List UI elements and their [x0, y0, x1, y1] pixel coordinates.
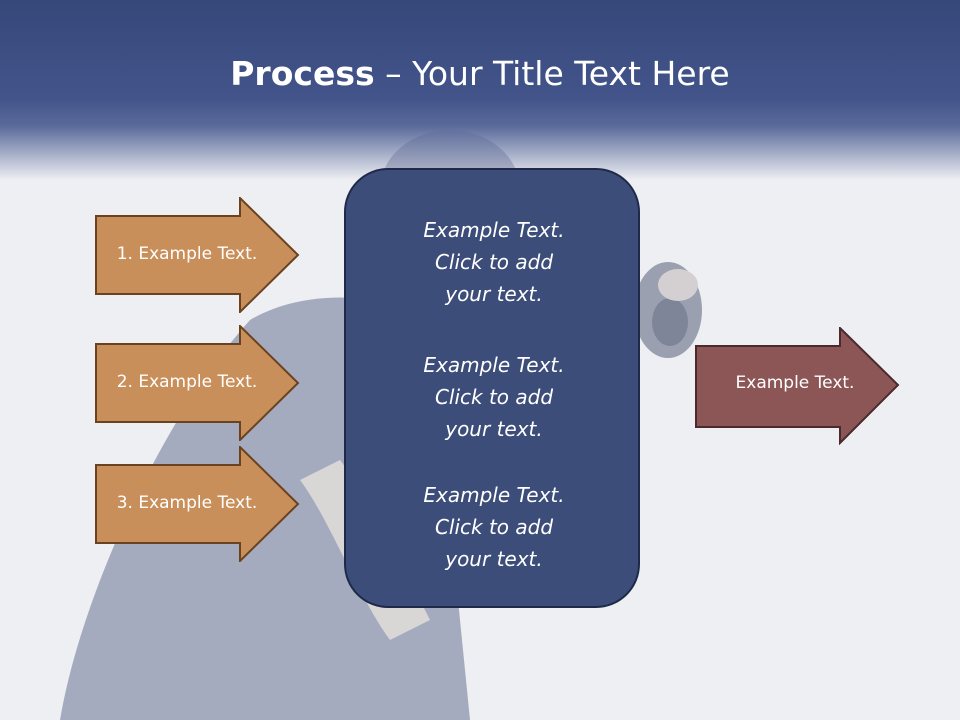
title-bold: Process [230, 54, 375, 93]
step-label: 3. Example Text. [116, 493, 258, 513]
panel-line: Click to add [434, 385, 554, 409]
result-arrow[interactable]: Example Text. [695, 327, 900, 445]
panel-line: Click to add [434, 515, 554, 539]
arrow-shape [95, 197, 300, 313]
panel-line: Example Text. [423, 483, 565, 507]
arrow-shape [695, 327, 900, 445]
arrow-shape [95, 446, 300, 562]
center-text-panel[interactable]: Example Text. Click to add your text. Ex… [344, 168, 640, 608]
process-step-3-arrow[interactable]: 3. Example Text. [95, 446, 300, 562]
result-label: Example Text. [735, 373, 855, 393]
panel-line: your text. [445, 282, 543, 306]
panel-text-block[interactable]: Example Text. Click to add your text. [346, 479, 642, 575]
panel-text-block[interactable]: Example Text. Click to add your text. [346, 214, 642, 310]
title-banner [0, 0, 960, 180]
title-text: – Your Title Text Here [374, 54, 730, 93]
process-step-2-arrow[interactable]: 2. Example Text. [95, 325, 300, 441]
panel-line: Example Text. [423, 218, 565, 242]
panel-line: Example Text. [423, 353, 565, 377]
panel-line: your text. [445, 417, 543, 441]
process-step-1-arrow[interactable]: 1. Example Text. [95, 197, 300, 313]
slide-title[interactable]: Process – Your Title Text Here [0, 52, 960, 96]
panel-text-block[interactable]: Example Text. Click to add your text. [346, 349, 642, 445]
step-label: 1. Example Text. [116, 244, 258, 264]
panel-line: your text. [445, 547, 543, 571]
step-label: 2. Example Text. [116, 372, 258, 392]
panel-line: Click to add [434, 250, 554, 274]
arrow-shape [95, 325, 300, 441]
